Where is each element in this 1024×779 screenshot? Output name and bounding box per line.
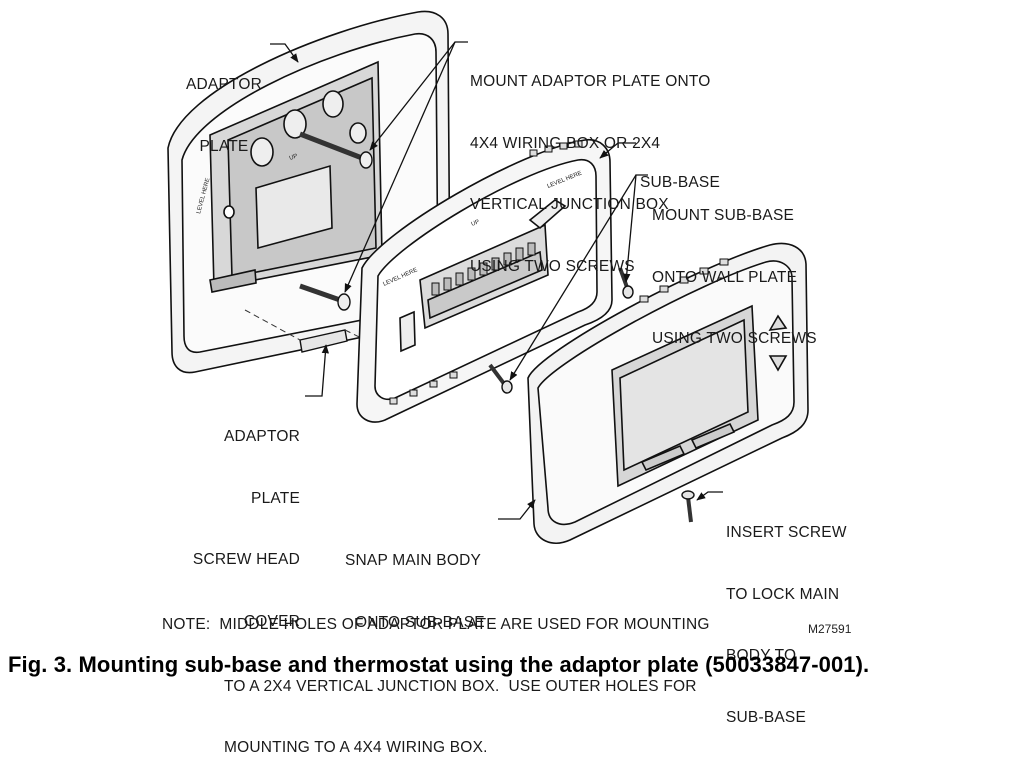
note-label: NOTE: bbox=[162, 616, 211, 633]
sub-base bbox=[356, 138, 613, 423]
sub-base-screws bbox=[488, 267, 634, 394]
figure-code: M27591 bbox=[808, 622, 852, 636]
label-insert-screw: INSERT SCREW TO LOCK MAIN BODY TO SUB-BA… bbox=[726, 524, 847, 726]
figure-caption: Fig. 3. Mounting sub-base and thermostat… bbox=[8, 652, 870, 677]
lock-screw bbox=[681, 490, 695, 523]
exploded-mounting-diagram: LEVEL HERE UP LEVEL HERE LEVEL HERE UP bbox=[167, 10, 809, 544]
screw-head-cover bbox=[299, 329, 348, 353]
sub-base-teeth bbox=[389, 140, 583, 405]
note-line-1: MIDDLE HOLES OF ADAPTOR PLATE ARE USED F… bbox=[219, 616, 710, 633]
adaptor-screws bbox=[299, 131, 373, 311]
label-mount-sub-base: MOUNT SUB-BASE ONTO WALL PLATE USING TWO… bbox=[652, 207, 817, 347]
sub-base-up-marking: UP bbox=[471, 219, 481, 228]
main-body-teeth bbox=[639, 258, 729, 303]
note-line-2: TO A 2X4 VERTICAL JUNCTION BOX. USE OUTE… bbox=[224, 677, 697, 695]
label-sub-base: SUB-BASE bbox=[640, 174, 720, 191]
label-screw-head-cover: ADAPTOR PLATE SCREW HEAD COVER bbox=[192, 428, 300, 630]
label-adaptor-plate: ADAPTOR PLATE bbox=[185, 76, 263, 155]
leader-lines bbox=[270, 41, 723, 520]
thermostat-main-body bbox=[527, 242, 809, 544]
sub-base-terminal-block bbox=[431, 242, 536, 296]
adaptor-up-marking: UP bbox=[289, 153, 299, 161]
note-line-3: MOUNTING TO A 4X4 WIRING BOX. bbox=[224, 739, 488, 756]
label-snap-main-body: SNAP MAIN BODY ONTO SUB-BASE bbox=[345, 552, 485, 631]
label-mount-adaptor-plate: MOUNT ADAPTOR PLATE ONTO 4X4 WIRING BOX … bbox=[470, 73, 711, 275]
